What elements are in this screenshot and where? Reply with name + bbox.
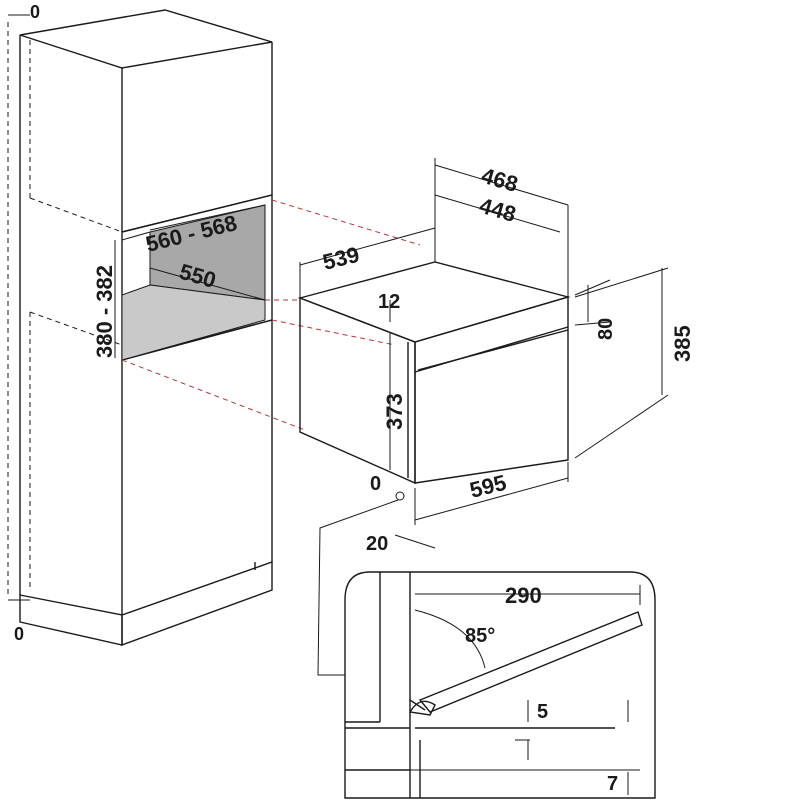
oven-width-inner-label: 448 — [477, 193, 519, 227]
door-angle-label: 85° — [465, 625, 495, 647]
door-length-label: 290 — [505, 583, 542, 608]
oven-width-outer-label: 468 — [479, 163, 521, 197]
cabinet-hidden-lines — [7, 14, 123, 601]
projection-lines — [121, 199, 421, 431]
door-gap-label: 5 — [537, 701, 548, 723]
detail-leader — [317, 499, 399, 676]
detail-inset — [344, 571, 656, 799]
front-zero-label: 0 — [370, 473, 381, 495]
cabinet-top-zero-label: 0 — [30, 2, 40, 22]
front-offset-label: 20 — [366, 533, 388, 555]
panel-height-label: 80 — [595, 318, 617, 340]
oven-top-gap-label: 12 — [378, 291, 400, 313]
oven-depth-label: 539 — [320, 242, 362, 275]
niche-dimension-lines — [114, 204, 266, 358]
niche-height-label: 380 - 382 — [92, 265, 117, 358]
floor-gap-label: 7 — [607, 773, 618, 795]
oven-height-label: 385 — [670, 325, 695, 362]
cavity-height-label: 373 — [382, 393, 407, 430]
oven — [297, 261, 571, 485]
oven-dimension-lines — [299, 158, 669, 549]
cabinet-bottom-zero-label: 0 — [14, 624, 24, 644]
